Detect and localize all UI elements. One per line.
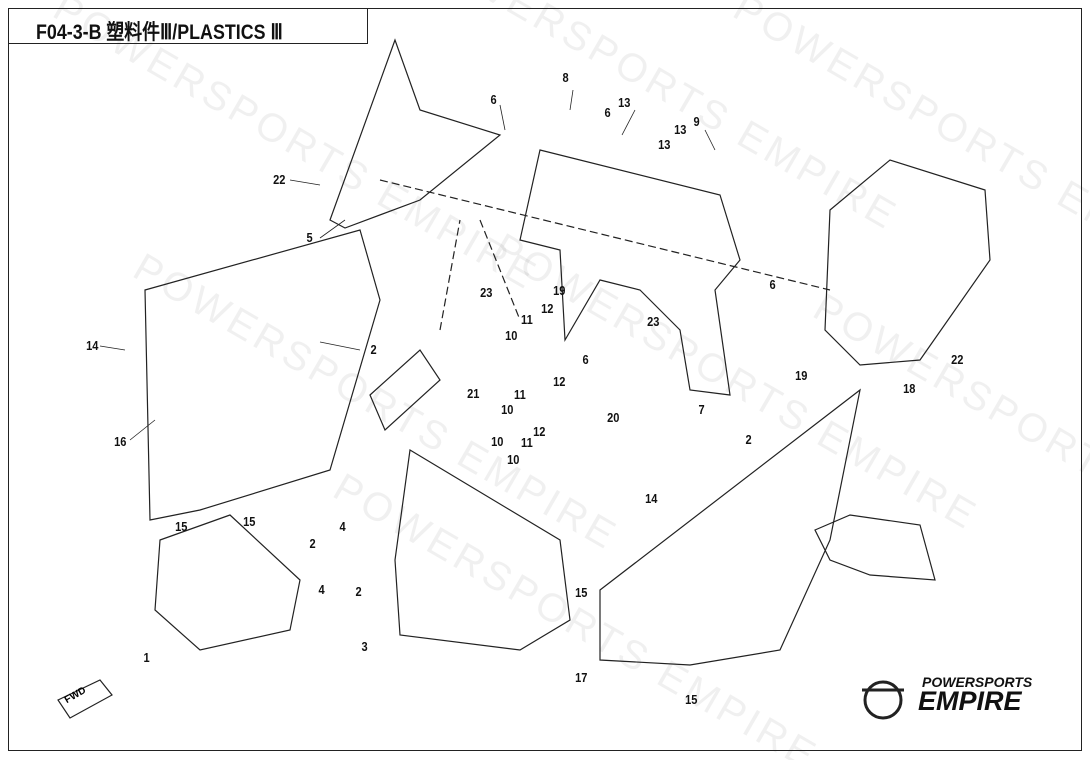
diagram-title: F04-3-B 塑料件Ⅲ/PLASTICS Ⅲ	[36, 21, 283, 44]
callout-3: 3	[361, 639, 368, 654]
callout-15: 15	[243, 514, 256, 529]
callout-14: 14	[86, 338, 99, 353]
callout-11: 11	[521, 312, 533, 327]
title-box	[8, 8, 368, 44]
callout-2: 2	[745, 432, 752, 447]
logo-line2: EMPIRE	[918, 686, 1022, 716]
callout-19: 19	[553, 283, 566, 298]
callout-2: 2	[355, 584, 362, 599]
callout-22: 22	[273, 172, 286, 187]
callout-4: 4	[318, 582, 325, 597]
dash-line	[379, 179, 831, 331]
callout-12: 12	[533, 424, 546, 439]
callout-20: 20	[607, 410, 620, 425]
callout-11: 11	[514, 387, 526, 402]
callout-12: 12	[553, 374, 566, 389]
fwd-arrow	[57, 679, 113, 719]
callout-4: 4	[339, 519, 346, 534]
part-3-lower-panel	[394, 449, 571, 651]
callout-15: 15	[575, 585, 588, 600]
callout-5: 5	[306, 230, 313, 245]
callout-10: 10	[491, 434, 504, 449]
bracket-21	[369, 349, 441, 432]
logo-line1: POWERSPORTS	[922, 674, 1033, 690]
callout-18: 18	[903, 381, 916, 396]
callout-10: 10	[505, 328, 518, 343]
brand-logo: POWERSPORTS EMPIRE	[862, 672, 1062, 716]
callout-14: 14	[645, 491, 658, 506]
callout-19: 19	[795, 368, 808, 383]
callout-22: 22	[951, 352, 964, 367]
callout-2: 2	[309, 536, 316, 551]
callout-12: 12	[541, 301, 554, 316]
part-18-side-cover	[824, 159, 991, 366]
callout-10: 10	[507, 452, 520, 467]
callout-16: 16	[114, 434, 127, 449]
callout-13: 13	[658, 137, 671, 152]
callout-6: 6	[582, 352, 589, 367]
callout-15: 15	[175, 519, 188, 534]
part-17-lower-panel	[599, 388, 861, 666]
callout-23: 23	[647, 314, 660, 329]
callout-1: 1	[143, 650, 150, 665]
callout-6: 6	[604, 105, 611, 120]
logo-emblem	[862, 680, 904, 720]
callout-6: 6	[490, 92, 497, 107]
callout-9: 9	[693, 114, 700, 129]
callout-10: 10	[501, 402, 514, 417]
callout-7: 7	[698, 402, 705, 417]
leader-lines	[99, 89, 716, 441]
part-7-headlight-housing	[519, 149, 741, 396]
callout-21: 21	[467, 386, 480, 401]
callout-8: 8	[562, 70, 569, 85]
callout-2: 2	[370, 342, 377, 357]
diagram-frame	[8, 8, 1082, 751]
callout-13: 13	[674, 122, 687, 137]
part-5-windscreen-side	[329, 38, 502, 229]
part-16-side-panel	[144, 229, 381, 521]
callout-23: 23	[480, 285, 493, 300]
callout-6: 6	[769, 277, 776, 292]
callout-11: 11	[521, 435, 533, 450]
callout-15: 15	[685, 692, 698, 707]
callout-13: 13	[618, 95, 631, 110]
callout-17: 17	[575, 670, 588, 685]
bracket-right	[814, 514, 936, 581]
part-1-under-cover	[154, 514, 301, 651]
